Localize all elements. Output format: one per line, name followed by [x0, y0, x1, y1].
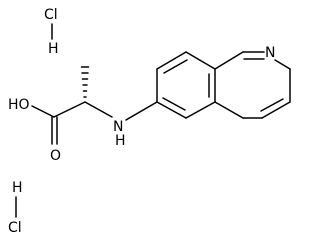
c-calpha-bond: [53, 101, 86, 118]
ring-bond: [156, 51, 187, 70]
ring-bond: [261, 101, 291, 119]
calpha-n-bond: [84, 101, 113, 118]
ring-bond: [274, 59, 291, 70]
carbonyl-o-label: O: [50, 148, 61, 164]
ring-double-bond: [163, 59, 188, 74]
hcl-top-cl-label: Cl: [44, 7, 58, 23]
ring-bond: [185, 101, 216, 119]
hcl-top-h-label: H: [48, 41, 59, 57]
stereo-hash-bond: [80, 66, 90, 98]
c-oh-bond: [31, 105, 55, 118]
hcl-bottom-cl-label: Cl: [8, 220, 22, 236]
n-ring-bond: [125, 101, 158, 121]
ring-bond: [156, 101, 187, 119]
molecule-drawing: Cl H H Cl HO O N H: [8, 7, 291, 236]
amine-h-label: H: [115, 133, 126, 149]
ring-bond: [214, 101, 244, 119]
ring-n-label: N: [265, 45, 275, 61]
ring-double-bond: [162, 97, 186, 111]
hcl-bottom-h-label: H: [12, 180, 23, 196]
ring-bond: [214, 51, 244, 70]
hydroxyl-label: HO: [8, 97, 30, 113]
ring-double-bond: [260, 98, 284, 112]
quinoline-ring-system: N: [156, 45, 291, 119]
ring-bond: [185, 51, 216, 70]
structure-diagram: Cl H H Cl HO O N H: [8, 7, 291, 236]
amine-n-label: N: [113, 119, 123, 135]
